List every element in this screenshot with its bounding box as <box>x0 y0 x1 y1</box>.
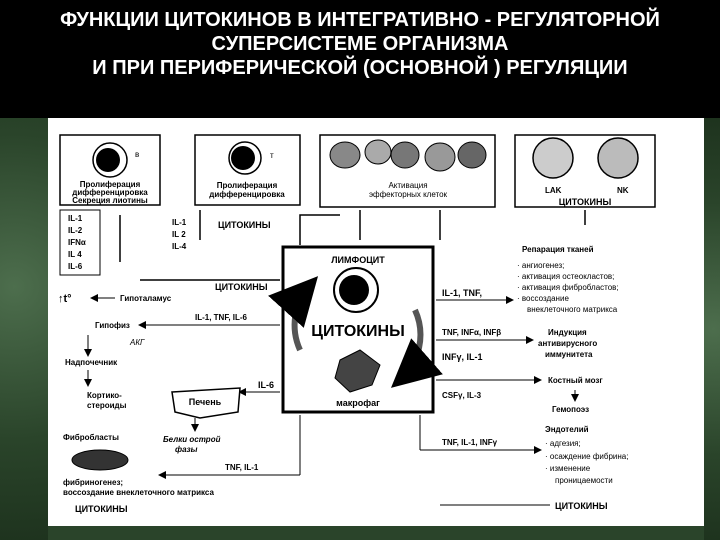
b-cell-box: в Пролиферация дифференцировка Секреция … <box>59 134 161 206</box>
cytokines-bottom-left-label: ЦИТОКИНЫ <box>75 504 128 514</box>
mid-list-item: IL-4 <box>172 242 187 251</box>
matrix-label: воссоздание внеклеточного матрикса <box>63 488 214 497</box>
left-list-item: IFNα <box>68 238 86 247</box>
endothelium-item: проницаемости <box>555 476 613 485</box>
tnf-il1-bottom-label: TNF, IL-1 <box>225 463 259 472</box>
bone-marrow-label: Костный мозг <box>548 376 603 385</box>
adrenal-label: Надпочечник <box>65 358 118 367</box>
antiviral-box: Индукция антивирусного иммунитета <box>538 328 597 359</box>
repair-title: Репарация тканей <box>522 245 594 254</box>
liver-shape: Печень <box>171 387 241 419</box>
repair-box: Репарация тканей · ангиогенез; · активац… <box>517 245 619 314</box>
lak-nk-box: LAK NK ЦИТОКИНЫ <box>514 134 656 208</box>
t-cell-box: т Пролиферация дифференцировка <box>194 134 301 206</box>
mid-cytokine-list: IL-1 IL 2 IL-4 <box>172 218 187 251</box>
hemopoiesis-label: Гемопоэз <box>552 405 589 414</box>
endothelium-title: Эндотелий <box>545 425 589 434</box>
endothelium-box: Эндотелий · адгезия; · осаждение фибрина… <box>545 425 628 485</box>
marble-border-bottom <box>48 526 704 540</box>
acute-phase-label-1: Белки острой <box>163 435 221 444</box>
b-caption-3: Секреция лиотины <box>72 196 148 205</box>
lymphocyte-label: ЛИМФОЦИТ <box>331 255 385 265</box>
t-caption-1: Пролиферация <box>217 181 278 190</box>
title-line-2: СУПЕРСИСТЕМЕ ОРГАНИЗМА <box>211 33 509 55</box>
t-caption-2: дифференцировка <box>209 190 285 199</box>
left-cytokine-list: IL-1 IL-2 IFNα IL 4 IL-6 <box>59 209 101 276</box>
hypothalamus-label: Гипоталамус <box>120 294 172 303</box>
macrophage-label: макрофаг <box>336 398 380 408</box>
mid-list-item: IL 2 <box>172 230 186 239</box>
cytokines-mid-label: ЦИТОКИНЫ <box>215 282 268 292</box>
repair-item: · активация фибробластов; <box>517 283 619 292</box>
title-line-1: ФУНКЦИИ ЦИТОКИНОВ В ИНТЕГРАТИВНО - РЕГУЛ… <box>60 9 660 31</box>
marble-border-right <box>704 118 720 540</box>
left-list-item: IL-2 <box>68 226 83 235</box>
b-caption-1: Пролиферация <box>80 180 141 189</box>
antiviral-label-1: Индукция <box>548 328 587 337</box>
title-line-3: И ПРИ ПЕРИФЕРИЧЕСКОЙ (ОСНОВНОЙ ) РЕГУЛЯЦ… <box>92 57 628 79</box>
il6-label: IL-6 <box>258 380 274 390</box>
repair-item: · воссоздание <box>517 294 569 303</box>
fibroblasts-label: Фибробласты <box>63 433 119 442</box>
cytokines-bottom-right-label: ЦИТОКИНЫ <box>555 501 608 511</box>
repair-item: внеклеточного матрикса <box>527 305 618 314</box>
hollow-arrows <box>119 210 586 281</box>
mid-list-item: IL-1 <box>172 218 187 227</box>
effector-cells-box: Активация эффекторных клеток <box>319 134 496 208</box>
nk-cytokines-label: ЦИТОКИНЫ <box>559 197 612 207</box>
antiviral-label-2: антивирусного <box>538 339 597 348</box>
right-tnf-infa-label: TNF, INFα, INFβ <box>442 328 501 337</box>
hypophysis-label: Гипофиз <box>95 321 130 330</box>
right-infg-il1-label: INFγ, IL-1 <box>442 352 483 362</box>
t-cytokines-label: ЦИТОКИНЫ <box>218 220 271 230</box>
effector-caption-1: Активация <box>388 181 427 190</box>
nk-label: NK <box>617 186 629 195</box>
antiviral-label-3: иммунитета <box>545 350 593 359</box>
acute-phase-label-2: фазы <box>175 445 198 454</box>
slide-title: ФУНКЦИИ ЦИТОКИНОВ В ИНТЕГРАТИВНО - РЕГУЛ… <box>0 0 720 118</box>
left-list-item: IL 4 <box>68 250 82 259</box>
repair-item: · ангиогенез; <box>517 261 564 270</box>
repair-item: · активация остеокластов; <box>517 272 614 281</box>
marble-border-left <box>0 118 48 540</box>
left-list-item: IL-6 <box>68 262 83 271</box>
liver-label: Печень <box>189 397 222 407</box>
temp-label: ↑t° <box>58 293 72 305</box>
t-cell-letter: т <box>270 151 274 160</box>
corticosteroids-label-2: стероиды <box>87 401 127 410</box>
effector-caption-2: эффекторных клеток <box>369 190 448 199</box>
right-il1-tnf-label: IL-1, TNF, <box>442 288 482 298</box>
corticosteroids-label-1: Кортико- <box>87 391 122 400</box>
il1-tnf-il6-label: IL-1, TNF, IL-6 <box>195 313 248 322</box>
center-box: ЛИМФОЦИТ ЦИТОКИНЫ макрофаг <box>268 245 443 414</box>
left-list-item: IL-1 <box>68 214 83 223</box>
cytokines-center-label: ЦИТОКИНЫ <box>311 323 405 340</box>
b-cell-letter: в <box>135 150 139 159</box>
b-caption-2: дифференцировка <box>72 188 148 197</box>
endothelium-item: · адгезия; <box>545 439 581 448</box>
endothelium-item: · изменение <box>545 464 591 473</box>
acth-label: АКГ <box>129 338 145 347</box>
fibrinogenesis-label: фибриногенез; <box>63 478 123 487</box>
right-csf-label: CSFγ, IL-3 <box>442 391 482 400</box>
endothelium-item: · осаждение фибрина; <box>545 452 628 461</box>
right-tnf-il1-infg-label: TNF, IL-1, INFγ <box>442 438 498 447</box>
lak-label: LAK <box>545 186 562 195</box>
